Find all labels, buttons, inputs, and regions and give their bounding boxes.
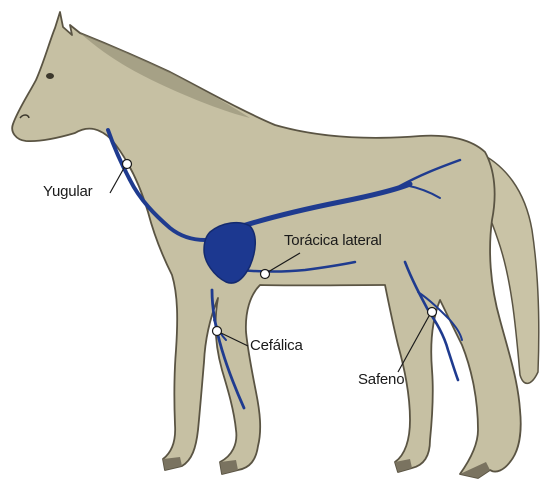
toracica-marker <box>261 270 270 279</box>
safeno-label: Safeno <box>358 371 404 388</box>
horse-eye <box>46 73 54 79</box>
yugular-leader <box>110 168 124 193</box>
horse-body <box>12 12 539 478</box>
yugular-label: Yugular <box>43 183 92 200</box>
toracica-lateral-label: Torácica lateral <box>284 232 382 249</box>
horse-hooves <box>163 457 490 478</box>
yugular-marker <box>123 160 132 169</box>
cefalica-label: Cefálica <box>250 337 303 354</box>
safeno-marker <box>428 308 437 317</box>
cefalica-marker <box>213 327 222 336</box>
horse-outline <box>12 12 520 478</box>
